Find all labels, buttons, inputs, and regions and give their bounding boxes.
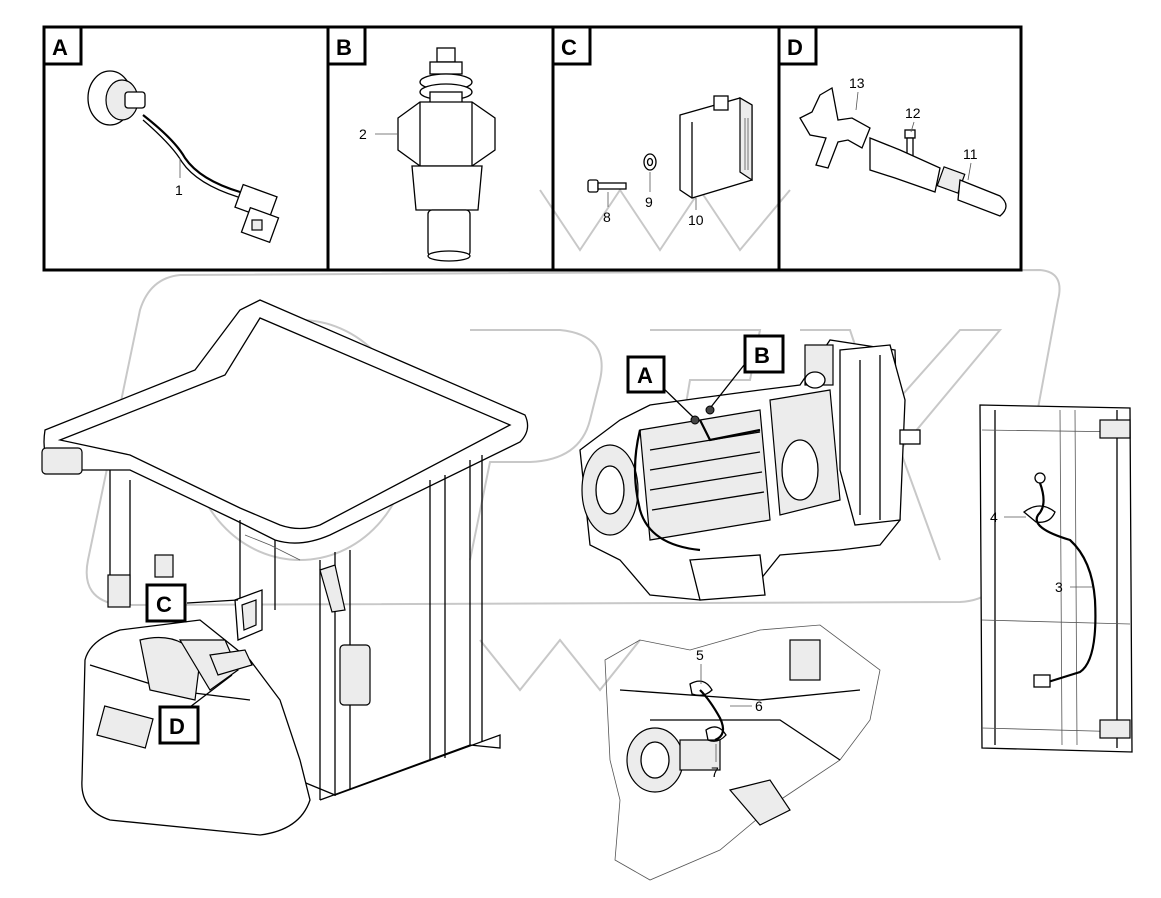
svg-text:13: 13 <box>849 75 865 91</box>
svg-text:A: A <box>637 363 653 388</box>
callout-2: 2 <box>359 126 398 142</box>
svg-text:8: 8 <box>603 209 611 225</box>
svg-text:11: 11 <box>963 146 978 162</box>
callout-8: 8 <box>603 192 611 225</box>
part-12-bolt <box>904 129 916 157</box>
detail-panels <box>42 25 1023 272</box>
svg-text:1: 1 <box>175 182 183 198</box>
callout-3: 3 <box>1055 579 1092 595</box>
svg-text:A: A <box>52 35 68 60</box>
callout-11: 11 <box>963 146 978 181</box>
frame-illustration <box>979 404 1133 753</box>
callout-9: 9 <box>645 172 653 210</box>
callout-7: 7 <box>711 744 719 780</box>
svg-text:D: D <box>787 35 803 60</box>
chassis-illustration <box>604 624 881 881</box>
svg-text:10: 10 <box>688 212 704 228</box>
part-2-pressure-sender <box>397 47 496 262</box>
panel-label-a: A <box>42 25 83 66</box>
svg-text:C: C <box>561 35 577 60</box>
svg-text:3: 3 <box>1055 579 1063 595</box>
svg-text:2: 2 <box>359 126 367 142</box>
svg-text:B: B <box>336 35 352 60</box>
callout-4: 4 <box>990 509 1026 525</box>
engine-callout-b: B <box>710 334 785 408</box>
svg-text:D: D <box>169 714 185 739</box>
callout-1: 1 <box>175 158 183 198</box>
callout-12: 12 <box>905 105 921 133</box>
cab-illustration <box>41 299 529 836</box>
cab-callout-c: C <box>145 583 239 623</box>
part-1-sensor-harness <box>87 70 280 244</box>
callout-6: 6 <box>730 698 763 714</box>
panel-label-d: D <box>777 25 818 66</box>
svg-text:4: 4 <box>990 509 998 525</box>
svg-text:9: 9 <box>645 194 653 210</box>
svg-text:5: 5 <box>696 647 704 663</box>
panel-label-b: B <box>326 25 367 66</box>
svg-text:B: B <box>754 343 770 368</box>
svg-text:12: 12 <box>905 105 921 121</box>
svg-text:C: C <box>156 592 172 617</box>
cab-callout-d: D <box>158 674 233 745</box>
svg-text:6: 6 <box>755 698 763 714</box>
engine-illustration <box>579 339 921 601</box>
callout-10: 10 <box>688 198 704 228</box>
part-8-screw <box>587 179 627 193</box>
engine-callout-a: A <box>626 355 694 418</box>
callout-5: 5 <box>696 647 704 684</box>
svg-text:7: 7 <box>711 764 719 780</box>
part-11-switch <box>869 137 1007 217</box>
part-9-washer <box>643 153 657 171</box>
part-13-bracket <box>799 86 871 169</box>
panel-label-c: C <box>551 25 592 66</box>
callout-13: 13 <box>849 75 865 111</box>
part-10-control-module <box>679 95 753 199</box>
